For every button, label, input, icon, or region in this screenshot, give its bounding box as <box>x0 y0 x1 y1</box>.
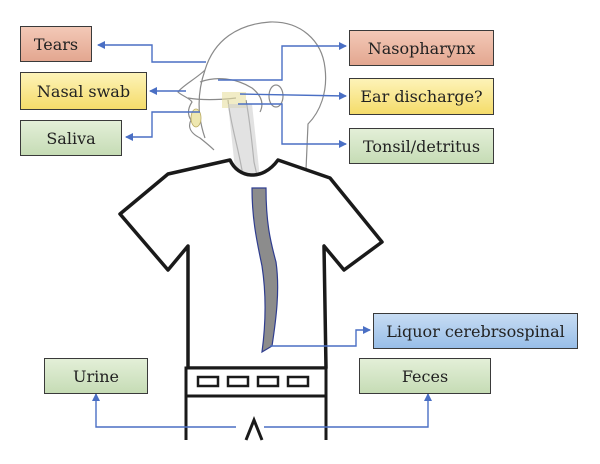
tongue-shape <box>190 108 202 128</box>
arrow-saliva <box>125 111 200 141</box>
arrow-urine <box>92 393 236 428</box>
connector-arrows <box>92 41 432 428</box>
ear-shape <box>268 84 284 108</box>
torso-outline <box>118 158 384 370</box>
label-tears: Tears <box>20 26 92 62</box>
belt-loop-2 <box>226 375 250 388</box>
belt-loop-4 <box>286 375 310 388</box>
label-nasal-swab: Nasal swab <box>20 72 147 110</box>
arrow-liquor <box>270 326 371 347</box>
belt-loop-1 <box>196 375 220 388</box>
label-feces: Feces <box>359 358 491 394</box>
label-tonsil: Tonsil/detritus <box>349 128 494 164</box>
arrow-nasopharynx <box>218 42 347 81</box>
waistband <box>184 366 328 398</box>
neck-shade <box>228 104 260 178</box>
belt <box>184 366 328 398</box>
label-nasopharynx: Nasopharynx <box>349 30 494 66</box>
label-liquor: Liquor cerebrsospinal <box>373 313 578 349</box>
arrow-ear-discharge <box>239 91 347 100</box>
pants-crotch <box>244 415 264 441</box>
label-ear-discharge: Ear discharge? <box>349 78 494 115</box>
pants <box>184 396 328 441</box>
arrow-tears <box>97 41 206 63</box>
arrow-feces <box>264 393 432 428</box>
label-urine: Urine <box>44 358 148 394</box>
arrow-tonsil <box>238 103 347 148</box>
label-saliva: Saliva <box>20 120 122 156</box>
head-outline <box>198 21 327 171</box>
belt-loop-3 <box>256 375 280 388</box>
nasal-cavity <box>199 78 263 113</box>
